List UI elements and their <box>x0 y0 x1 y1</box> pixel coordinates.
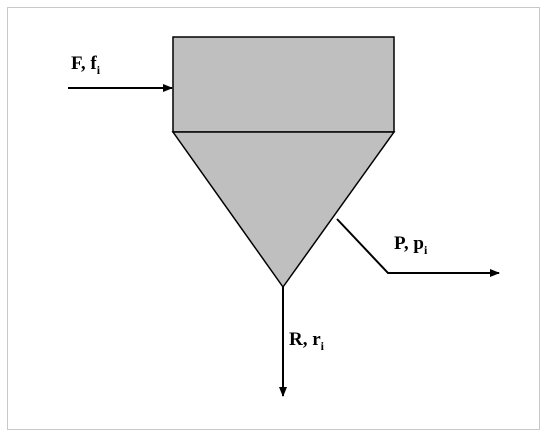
product-arrow <box>336 218 500 277</box>
feed-label-subscript: i <box>97 63 101 77</box>
residue-label: R, ri <box>289 329 325 353</box>
residue-label-main: R, r <box>289 329 321 350</box>
vessel-upper-section <box>172 36 395 133</box>
product-label-main: P, p <box>394 233 424 254</box>
residue-label-subscript: i <box>321 339 325 353</box>
product-label-subscript: i <box>424 243 428 257</box>
feed-label-main: F, f <box>71 53 97 74</box>
product-label: P, pi <box>394 233 428 257</box>
feed-label: F, fi <box>71 53 101 77</box>
vessel-cone-section <box>171 131 396 289</box>
